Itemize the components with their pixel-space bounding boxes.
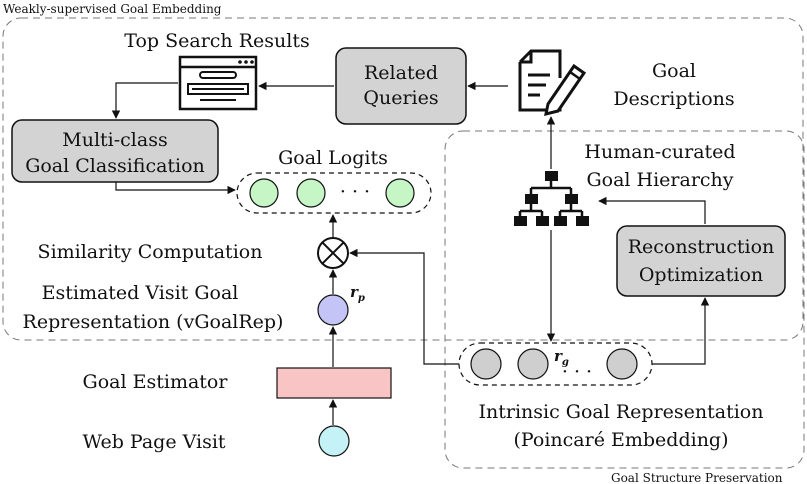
reconstruction-line2: Optimization bbox=[639, 264, 763, 286]
similarity-computation-label: Similarity Computation bbox=[38, 241, 263, 263]
rp-label: rp bbox=[350, 283, 365, 304]
document-pen-icon bbox=[518, 49, 587, 117]
human-curated-line2: Goal Hierarchy bbox=[586, 169, 733, 191]
circled-times-icon bbox=[317, 237, 349, 269]
arrow-search-to-classification bbox=[111, 82, 178, 119]
intrinsic-line1: Intrinsic Goal Representation bbox=[479, 401, 764, 423]
intrinsic-ellipsis: · · · bbox=[562, 361, 592, 383]
vgoalrep-node bbox=[317, 294, 349, 326]
reconstruction-line1: Reconstruction bbox=[628, 236, 775, 258]
rg-label: rg bbox=[554, 347, 569, 368]
web-page-visit-label: Web Page Visit bbox=[82, 431, 225, 453]
goal-descriptions-line1: Goal bbox=[652, 60, 696, 82]
human-curated-line1: Human-curated bbox=[584, 141, 735, 163]
goal-structure-region bbox=[444, 130, 805, 469]
goal-embedding-node bbox=[606, 348, 638, 380]
goal-embedding-node bbox=[517, 348, 549, 380]
flow-arrows bbox=[111, 81, 710, 425]
estimated-visit-line2: Representation (vGoalRep) bbox=[23, 311, 284, 333]
goal-logits-container bbox=[236, 172, 432, 214]
rp-symbol: r bbox=[350, 283, 359, 301]
multi-class-line2: Goal Classification bbox=[25, 155, 205, 177]
multi-class-goal-classification-box: Multi-class Goal Classification bbox=[11, 119, 219, 183]
goal-logit-node bbox=[249, 178, 279, 208]
browser-window-icon bbox=[178, 55, 258, 111]
tree-hierarchy-icon bbox=[514, 171, 589, 226]
related-queries-line1: Related bbox=[364, 62, 438, 84]
goal-structure-title: Goal Structure Preservation bbox=[611, 471, 783, 484]
arrow-reconstruction-to-hierarchy bbox=[598, 196, 706, 224]
goal-logits-ellipsis: · · · bbox=[340, 181, 370, 203]
goal-estimator-label: Goal Estimator bbox=[83, 371, 229, 393]
goal-estimator-box bbox=[276, 367, 392, 399]
related-queries-box: Related Queries bbox=[335, 47, 467, 125]
arrow-classification-to-logits bbox=[115, 182, 236, 195]
intrinsic-line2: (Poincaré Embedding) bbox=[513, 429, 728, 451]
arrow-embedding-to-reconstruction bbox=[652, 297, 710, 365]
web-page-visit-node bbox=[318, 425, 350, 457]
goal-logits-label: Goal Logits bbox=[278, 147, 388, 169]
estimated-visit-line1: Estimated Visit Goal bbox=[42, 282, 239, 304]
goal-embedding-node bbox=[470, 348, 502, 380]
reconstruction-optimization-box: Reconstruction Optimization bbox=[616, 225, 786, 297]
related-queries-line2: Queries bbox=[363, 87, 438, 109]
weakly-supervised-region bbox=[2, 17, 804, 341]
goal-logit-node bbox=[296, 178, 326, 208]
arrow-embedding-to-similarity bbox=[349, 248, 459, 365]
weakly-supervised-title: Weakly-supervised Goal Embedding bbox=[3, 2, 222, 16]
goal-logit-node bbox=[385, 178, 415, 208]
goal-descriptions-line2: Descriptions bbox=[613, 88, 734, 110]
top-search-results-label: Top Search Results bbox=[124, 30, 309, 52]
rp-subscript: p bbox=[358, 293, 365, 304]
multi-class-line1: Multi-class bbox=[62, 129, 167, 151]
rg-subscript: g bbox=[562, 357, 569, 368]
rg-symbol: r bbox=[554, 347, 563, 365]
